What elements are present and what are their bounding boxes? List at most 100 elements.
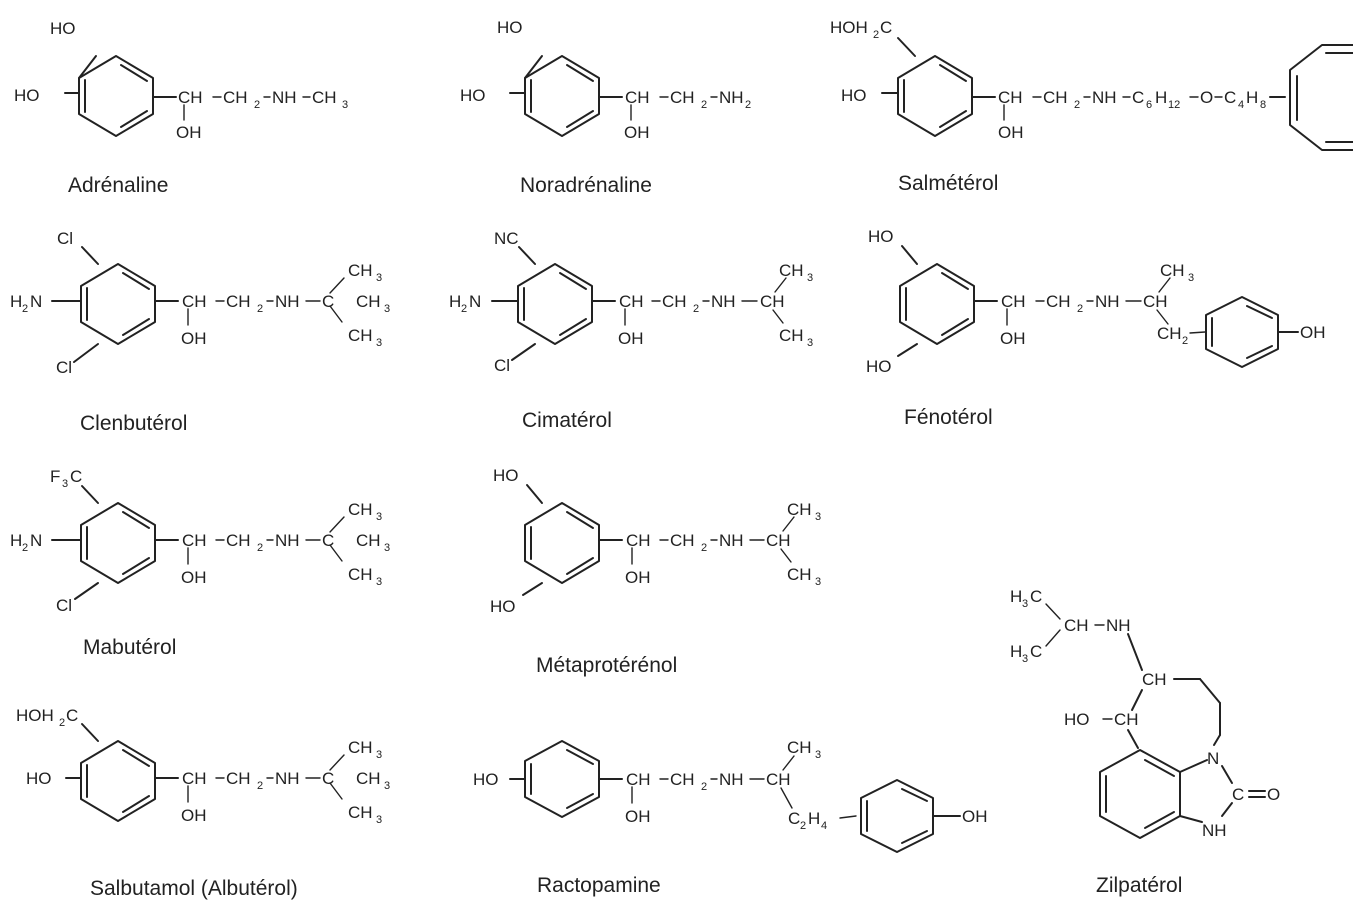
molecule-noradrenaline: HO HO CH CH 2 NH 2 OH Noradrénaline (460, 18, 751, 197)
ractopamine-subscript: 3 (815, 749, 821, 761)
salmeterol-atom: C (1224, 88, 1236, 107)
clenbuterol-subscript: 2 (22, 303, 28, 315)
fenoterol-atom: HO (868, 227, 894, 246)
mabuterol-atom: C (70, 467, 82, 486)
ractopamine-atom: OH (625, 807, 651, 826)
zilpaterol-atom: C (1232, 785, 1244, 804)
zilpaterol-atom: CH (1064, 616, 1089, 635)
salmeterol-atom: H (1246, 88, 1258, 107)
mabuterol-subscript: 2 (22, 542, 28, 554)
metaproterenol-subscript: 3 (815, 576, 821, 588)
salmeterol-subscript: 2 (873, 29, 879, 41)
noradrenaline-subscript: 2 (745, 99, 751, 111)
adrenaline-atom: CH (312, 88, 337, 107)
salmeterol-atom: CH (1043, 88, 1068, 107)
molecule-metaproterenol: HO HO CH CH 2 NH CH CH 3 CH 3 OH Métapro… (490, 466, 821, 677)
clenbuterol-subscript: 3 (376, 272, 382, 284)
mabuterol-subscript: 3 (376, 511, 382, 523)
fenoterol-atom: OH (1300, 323, 1326, 342)
zilpaterol-atom: HO (1064, 710, 1090, 729)
cimaterol-subscript: 3 (807, 337, 813, 349)
salbutamol-bonds (65, 723, 345, 822)
noradrenaline-atom: NH (719, 88, 744, 107)
salmeterol-subscript: 8 (1260, 99, 1266, 111)
molecule-clenbuterol: Cl H 2 N Cl CH CH 2 NH C CH 3 CH 3 CH 3 … (10, 229, 390, 435)
metaproterenol-atom: CH (626, 531, 651, 550)
cimaterol-atom: OH (618, 329, 644, 348)
salbutamol-atom: CH (182, 769, 207, 788)
cimaterol-subscript: 2 (693, 303, 699, 315)
fenoterol-name: Fénotérol (904, 406, 993, 429)
adrenaline-atom: NH (272, 88, 297, 107)
adrenaline-atom: OH (176, 123, 202, 142)
salbutamol-atom: CH (226, 769, 251, 788)
noradrenaline-atom: OH (624, 123, 650, 142)
noradrenaline-subscript: 2 (701, 99, 707, 111)
mabuterol-name: Mabutérol (83, 636, 176, 659)
zilpaterol-atom: H (1010, 587, 1022, 606)
ractopamine-atom: H (808, 809, 820, 828)
zilpaterol-atom: C (1030, 587, 1042, 606)
ractopamine-atom: C (788, 809, 800, 828)
molecule-salbutamol: HOH 2 C HO CH CH 2 NH C CH 3 CH 3 CH 3 O… (16, 706, 390, 900)
molecule-ractopamine: HO CH CH 2 NH CH CH 3 C 2 H 4 OH OH Ract… (473, 738, 988, 897)
mabuterol-subscript: 3 (62, 478, 68, 490)
salbutamol-atom: HOH (16, 706, 54, 725)
mabuterol-atom: CH (356, 531, 381, 550)
mabuterol-atom: N (30, 531, 42, 550)
clenbuterol-subscript: 3 (376, 337, 382, 349)
fenoterol-atom: CH (1046, 292, 1071, 311)
molecule-salmeterol: HOH 2 C HO CH CH 2 NH C 6 H 12 O C 4 H 8… (830, 18, 1353, 195)
adrenaline-atom: CH (178, 88, 203, 107)
fenoterol-subscript: 2 (1077, 303, 1083, 315)
zilpaterol-atom: NH (1106, 616, 1131, 635)
cimaterol-atom: CH (779, 261, 804, 280)
clenbuterol-bonds (51, 246, 345, 363)
salmeterol-subscript: 6 (1146, 99, 1152, 111)
ractopamine-atom: HO (473, 770, 499, 789)
ractopamine-subscript: 2 (701, 781, 707, 793)
cimaterol-atom: CH (760, 292, 785, 311)
mabuterol-atom: Cl (56, 596, 72, 615)
cimaterol-name: Cimatérol (522, 409, 612, 432)
clenbuterol-atom: CH (348, 261, 373, 280)
adrenaline-atom: HO (50, 19, 76, 38)
zilpaterol-atom: O (1267, 785, 1280, 804)
metaproterenol-atom: NH (719, 531, 744, 550)
fenoterol-atom: CH (1143, 292, 1168, 311)
salmeterol-atom: HO (841, 86, 867, 105)
adrenaline-bonds (64, 55, 311, 137)
zilpaterol-atom: NH (1202, 821, 1227, 840)
salmeterol-atom: O (1200, 88, 1213, 107)
clenbuterol-atom: CH (348, 326, 373, 345)
salmeterol-atom: HOH (830, 18, 868, 37)
clenbuterol-subscript: 2 (257, 303, 263, 315)
metaproterenol-subscript: 2 (701, 542, 707, 554)
salmeterol-atom: CH (998, 88, 1023, 107)
salbutamol-atom: C (66, 706, 78, 725)
salmeterol-atom: NH (1092, 88, 1117, 107)
fenoterol-atom: CH (1157, 324, 1182, 343)
ractopamine-atom: NH (719, 770, 744, 789)
mabuterol-subscript: 3 (376, 576, 382, 588)
zilpaterol-bonds (1045, 603, 1266, 839)
salmeterol-subscript: 12 (1168, 99, 1180, 111)
zilpaterol-subscript: 3 (1022, 653, 1028, 665)
mabuterol-atom: CH (182, 531, 207, 550)
adrenaline-subscript: 2 (254, 99, 260, 111)
clenbuterol-atom: Cl (57, 229, 73, 248)
fenoterol-subscript: 2 (1182, 335, 1188, 347)
cimaterol-atom: CH (662, 292, 687, 311)
noradrenaline-atom: HO (460, 86, 486, 105)
mabuterol-atom: CH (226, 531, 251, 550)
adrenaline-atom: CH (223, 88, 248, 107)
clenbuterol-atom: C (322, 292, 334, 311)
mabuterol-atom: CH (348, 565, 373, 584)
noradrenaline-name: Noradrénaline (520, 174, 652, 197)
ractopamine-name: Ractopamine (537, 874, 661, 897)
ractopamine-subscript: 4 (821, 820, 827, 832)
mabuterol-atom: NH (275, 531, 300, 550)
clenbuterol-name: Clenbutérol (80, 412, 187, 435)
cimaterol-atom: NC (494, 229, 519, 248)
mabuterol-atom: C (322, 531, 334, 550)
